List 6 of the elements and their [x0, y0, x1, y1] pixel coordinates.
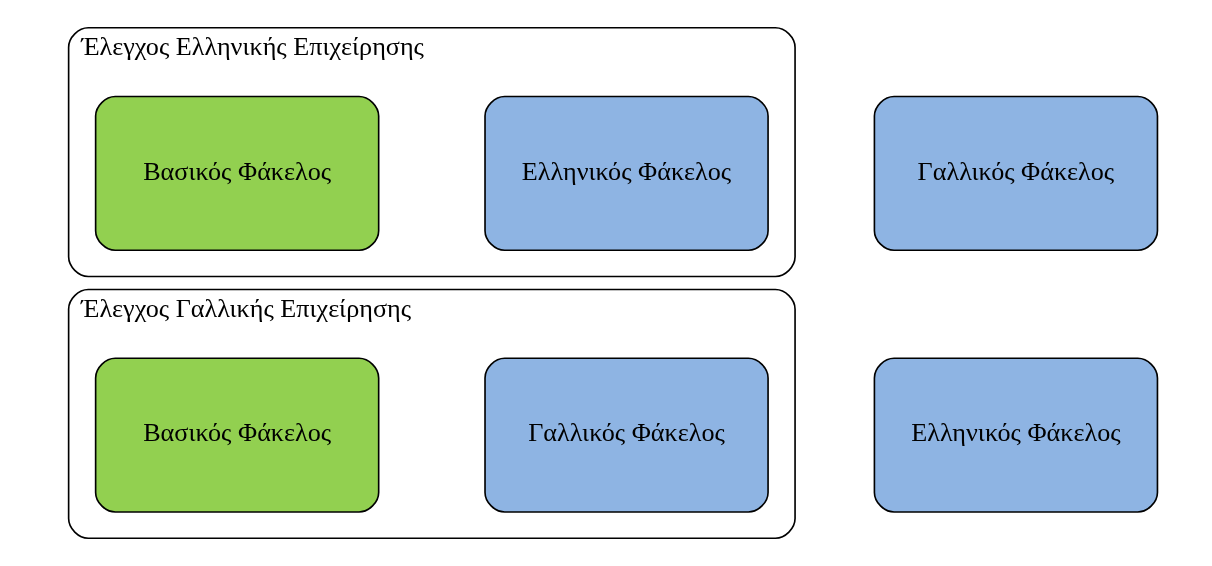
- node-box: Γαλλικός Φάκελος: [873, 95, 1158, 252]
- node-box: Γαλλικός Φάκελος: [483, 357, 769, 513]
- node-box: Βασικός Φάκελος: [94, 95, 379, 252]
- node-box: Ελληνικός Φάκελος: [483, 95, 769, 252]
- node-box: Ελληνικός Φάκελος: [873, 357, 1158, 513]
- node-box: Βασικός Φάκελος: [94, 357, 379, 513]
